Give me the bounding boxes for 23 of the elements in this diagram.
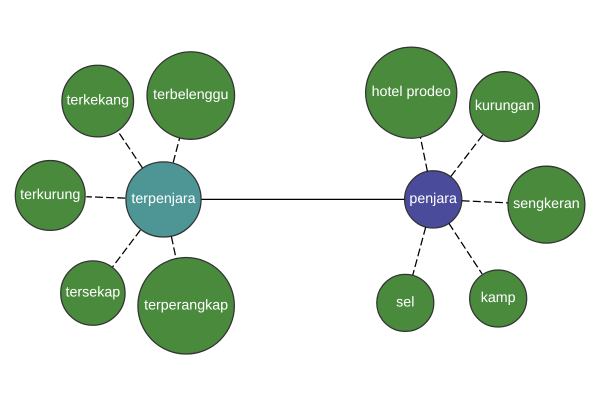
node-circle: sel — [376, 273, 434, 332]
node-circle: penjara — [404, 170, 462, 228]
node-circle: terbelenggu — [146, 50, 236, 140]
node-circle: tersekap — [60, 260, 126, 326]
connector — [172, 137, 180, 162]
connector — [170, 236, 177, 258]
connector — [86, 196, 126, 198]
node-circle: terkekang — [61, 64, 134, 138]
connector — [450, 134, 484, 176]
connector — [462, 200, 508, 203]
node-circle: sengkeran — [507, 165, 586, 244]
connector — [202, 198, 404, 200]
node-circle: kurungan — [469, 70, 540, 142]
node-circle: terperangkap — [137, 256, 236, 354]
connector — [448, 222, 483, 274]
connector — [412, 226, 426, 275]
node-circle: terpenjara — [125, 160, 202, 238]
connector — [420, 136, 428, 171]
connector — [117, 130, 143, 168]
node-circle: terkurung — [14, 159, 86, 231]
node-circle: kamp — [469, 268, 528, 328]
connector — [112, 229, 141, 267]
node-circle: hotel prodeo — [365, 46, 458, 138]
